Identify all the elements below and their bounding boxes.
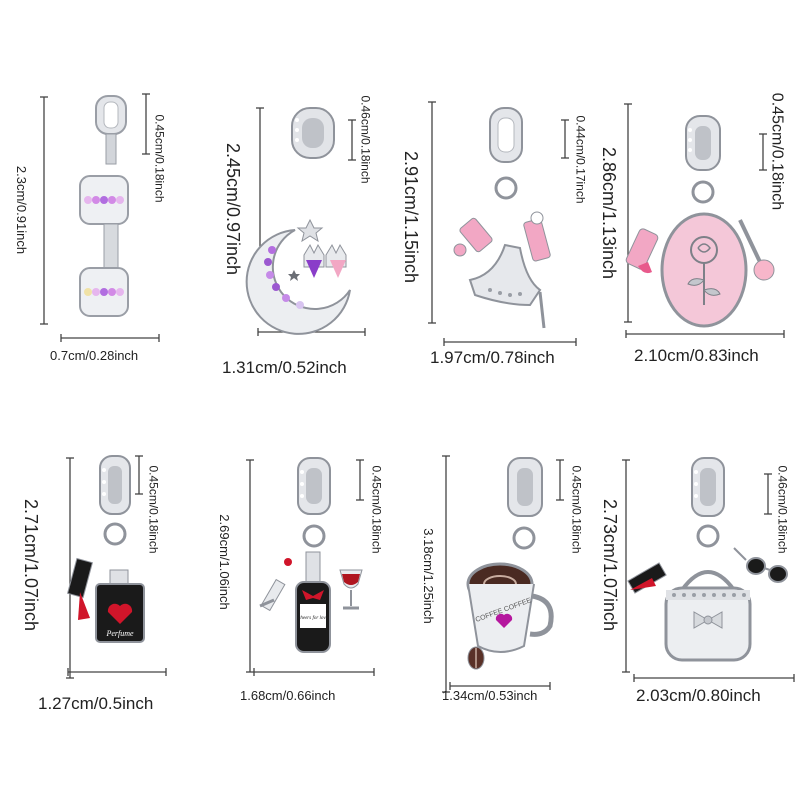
height-label: 2.3cm/0.91inch — [14, 165, 29, 255]
height-label: 2.71cm/1.07inch — [21, 498, 41, 632]
handbag-charm-icon — [627, 457, 788, 662]
dumbbell-charm-icon — [79, 95, 129, 317]
dimension-lines — [442, 455, 564, 693]
charm-card-dumbbell: 2.3cm/0.91inch 0.45cm/0.18inch 0.7cm/0.2… — [0, 80, 200, 380]
width-label: 2.03cm/0.80inch — [636, 686, 761, 705]
loop-label: 0.46cm/0.18inch — [358, 95, 373, 184]
dimension-lines — [622, 459, 795, 682]
width-label: 1.31cm/0.52inch — [222, 358, 347, 377]
loop-label: 0.46cm/0.18inch — [775, 465, 790, 554]
coffee-mug-charm-icon: COFFEE COFFEE — [466, 457, 554, 670]
high-heel-charm-icon — [453, 107, 551, 329]
height-label: 2.45cm/0.97inch — [223, 142, 243, 276]
dimension-lines — [428, 101, 577, 346]
dimension-lines — [40, 93, 160, 342]
perfume-lipstick-charm-icon: Perfume — [67, 455, 145, 643]
dimension-lines — [66, 455, 167, 679]
height-label: 2.86cm/1.13inch — [599, 146, 619, 280]
width-label: 2.10cm/0.83inch — [634, 346, 759, 365]
height-label: 2.69cm/1.06inch — [217, 514, 232, 610]
loop-label: 0.45cm/0.18inch — [369, 465, 384, 554]
width-label: 1.34cm/0.53inch — [442, 688, 538, 703]
loop-label: 0.45cm/0.18inch — [146, 465, 161, 554]
wine-engraving: cheers for love — [298, 616, 328, 621]
charm-card-perfume: Perfume 2.71cm/1.07inch 0.45cm/0.18inch … — [0, 440, 200, 740]
dimension-lines — [246, 459, 375, 676]
charm-card-rose-mirror: 2.86cm/1.13inch 0.45cm/0.18inch 2.10cm/0… — [599, 80, 800, 380]
width-label: 1.97cm/0.78inch — [430, 348, 555, 367]
charm-card-coffee: COFFEE COFFEE 3.18cm/1.25inch 0.45cm/0.1… — [400, 440, 600, 740]
height-label: 2.73cm/1.07inch — [600, 498, 620, 632]
charm-card-wine: cheers for love 2.69cm/1.06inch 0.45cm/0… — [200, 440, 400, 740]
width-label: 0.7cm/0.28inch — [50, 348, 139, 363]
moon-cats-charm-icon — [245, 107, 351, 335]
rose-mirror-charm-icon — [625, 115, 775, 328]
loop-label: 0.45cm/0.18inch — [569, 465, 584, 554]
height-label: 2.91cm/1.15inch — [401, 150, 421, 284]
loop-label: 0.45cm/0.18inch — [152, 114, 167, 203]
height-label: 3.18cm/1.25inch — [421, 528, 436, 624]
width-label: 1.68cm/0.66inch — [240, 688, 336, 703]
charm-card-moon-cats: 2.45cm/0.97inch 0.46cm/0.18inch 1.31cm/0… — [200, 80, 400, 380]
loop-label: 0.45cm/0.18inch — [768, 92, 786, 211]
dimension-lines — [624, 103, 785, 338]
perfume-engraving: Perfume — [105, 629, 134, 638]
charm-card-handbag: 2.73cm/1.07inch 0.46cm/0.18inch 2.03cm/0… — [600, 440, 800, 740]
wine-bottle-charm-icon: cheers for love — [259, 457, 363, 653]
charm-card-high-heel: 2.91cm/1.15inch 0.44cm/0.17inch 1.97cm/0… — [400, 80, 600, 380]
width-label: 1.27cm/0.5inch — [38, 694, 154, 713]
loop-label: 0.44cm/0.17inch — [573, 115, 588, 204]
